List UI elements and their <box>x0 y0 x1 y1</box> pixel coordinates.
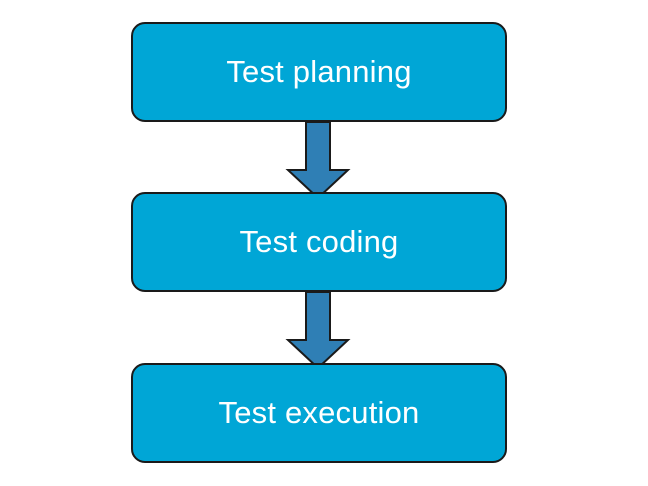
step-label: Test execution <box>218 395 420 430</box>
step-box-test-planning: Test planning <box>131 22 507 122</box>
step-label: Test planning <box>226 54 412 89</box>
step-box-test-coding: Test coding <box>131 192 507 292</box>
down-arrow-2 <box>285 291 351 370</box>
step-box-test-execution: Test execution <box>131 363 507 463</box>
step-label: Test coding <box>239 224 399 259</box>
down-arrow-1 <box>285 121 351 200</box>
